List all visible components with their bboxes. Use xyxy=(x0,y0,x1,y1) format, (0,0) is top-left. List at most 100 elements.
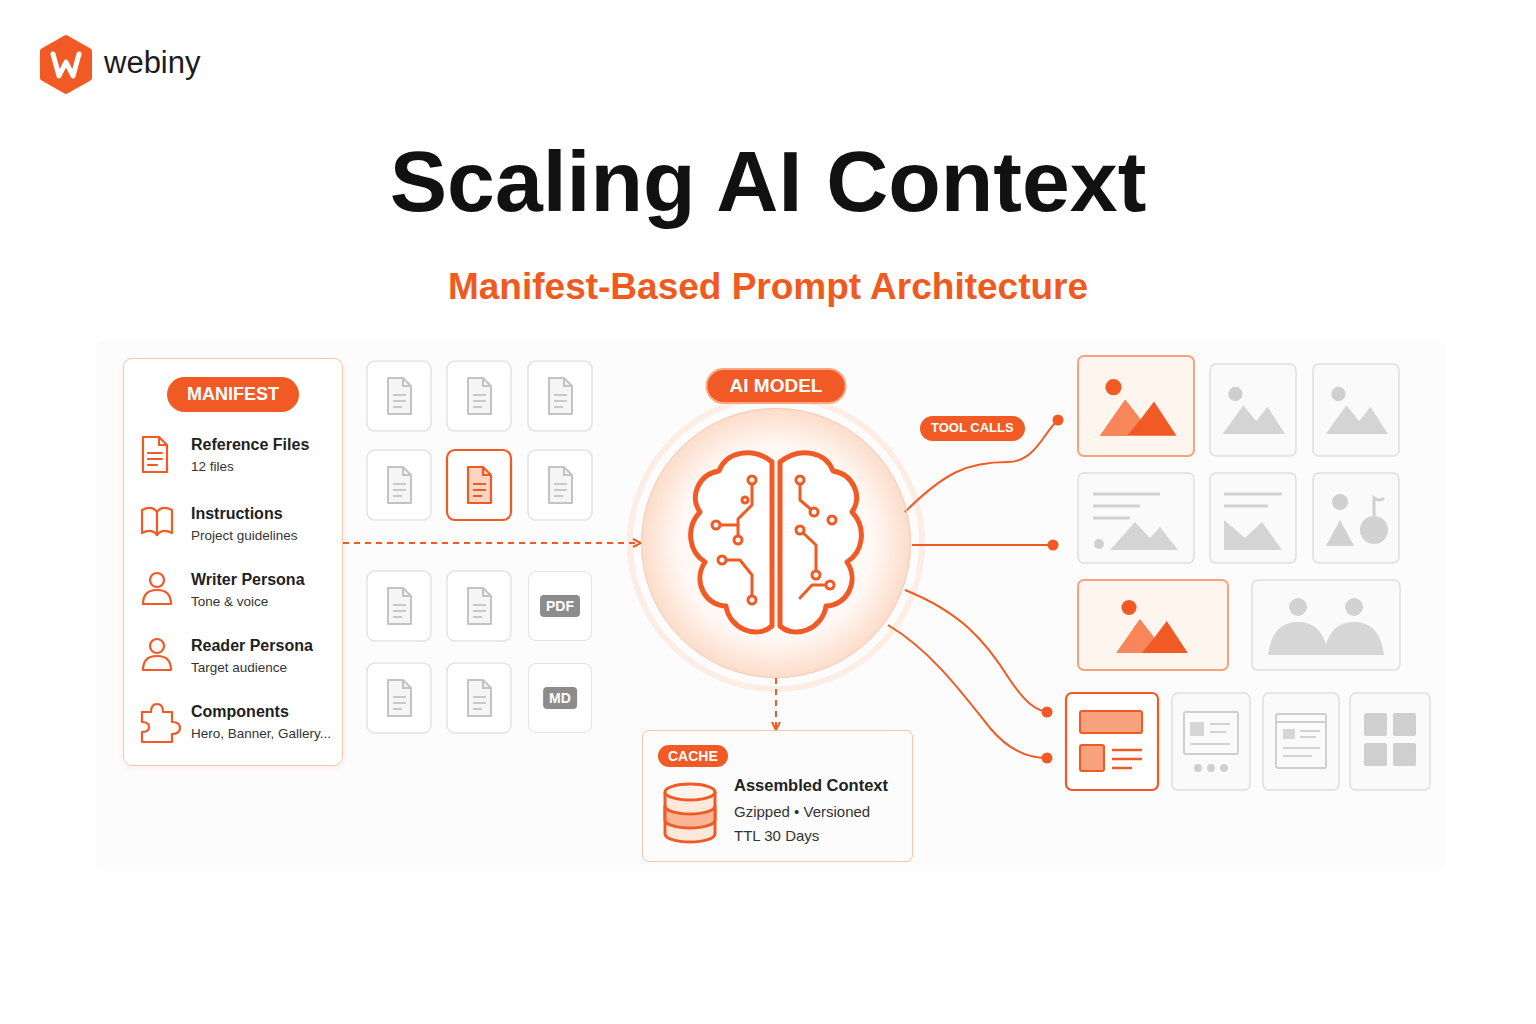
output-tiles-part xyxy=(1276,721,1326,723)
tool-call-lines-part xyxy=(1053,415,1064,426)
manifest-item: Reference Files12 files xyxy=(191,436,391,480)
output-tiles-part xyxy=(1190,724,1230,744)
output-tiles-part xyxy=(1268,622,1328,655)
output-tiles-part xyxy=(1194,764,1202,772)
file-tiles-part xyxy=(549,467,572,503)
output-tiles-part xyxy=(1066,693,1158,790)
output-tiles-part xyxy=(1345,598,1363,616)
dashed-arrow xyxy=(343,542,641,544)
brain-icon-part xyxy=(716,480,830,600)
manifest-icons-part xyxy=(142,704,180,742)
output-tiles-part xyxy=(1283,731,1320,756)
brain-icon-part xyxy=(748,476,756,484)
brand-name: webiny xyxy=(104,45,201,81)
brain-icon-part xyxy=(718,556,726,564)
output-tiles-part xyxy=(1364,743,1387,766)
output-tiles-part xyxy=(1223,387,1285,434)
manifest-icons-part xyxy=(142,508,172,535)
item-detail: Hero, Banner, Gallery... xyxy=(191,726,331,742)
database-icon-part xyxy=(665,806,715,828)
output-tiles xyxy=(1066,356,1430,790)
output-tiles-part xyxy=(1116,600,1187,653)
manifest-item: Writer PersonaTone & voice xyxy=(191,571,391,615)
output-tiles-part xyxy=(1093,494,1160,518)
output-tiles-part xyxy=(1110,522,1178,550)
output-tiles-part xyxy=(1207,764,1215,772)
tool-call-lines-part xyxy=(912,544,1053,546)
item-detail: Project guidelines xyxy=(191,528,298,544)
cache-detail: TTL 30 Days xyxy=(734,827,819,844)
file-tiles-part xyxy=(367,361,431,431)
tool-call-lines-part xyxy=(1042,707,1053,718)
output-tiles-part xyxy=(1393,743,1416,766)
output-tiles-part xyxy=(1326,387,1388,434)
manifest-icons-part xyxy=(143,656,171,670)
item-detail: Target audience xyxy=(191,660,287,676)
manifest-panel: MANIFESTReference Files12 filesInstructi… xyxy=(123,358,343,766)
brain-icon-part xyxy=(742,497,748,503)
output-tiles-part xyxy=(1313,364,1399,456)
cache-title: Assembled Context xyxy=(734,776,888,795)
brain-icon-part xyxy=(734,536,742,544)
file-tiles-part xyxy=(367,663,431,733)
brain-icon-part xyxy=(691,453,772,632)
manifest-item: InstructionsProject guidelines xyxy=(191,505,391,549)
item-title: Reader Persona xyxy=(191,637,313,655)
cache-box: CACHEAssembled ContextGzipped • Versione… xyxy=(642,730,913,862)
manifest-icons-part xyxy=(150,573,164,587)
output-tiles-part xyxy=(1078,473,1194,563)
file-tiles-part xyxy=(367,571,431,641)
file-tiles-part xyxy=(468,378,491,414)
file-tiles-part xyxy=(447,361,511,431)
file-tiles-part xyxy=(549,378,572,414)
manifest-icons-part xyxy=(143,590,171,604)
cache-tag: CACHE xyxy=(658,745,728,767)
file-tiles xyxy=(367,361,592,733)
database-icon-part xyxy=(665,784,715,800)
subtitle: Manifest-Based Prompt Architecture xyxy=(0,266,1536,309)
file-tiles-part xyxy=(468,680,491,716)
brain-icon-part xyxy=(812,571,820,579)
output-tiles-part xyxy=(1220,764,1228,772)
output-tiles-part xyxy=(1252,580,1400,670)
file-tiles-part xyxy=(388,680,411,716)
output-tiles-part xyxy=(1313,473,1399,563)
file-tiles-part xyxy=(528,361,592,431)
manifest-icons-part xyxy=(150,639,164,653)
file-tiles-part xyxy=(388,378,411,414)
brain-icon-part xyxy=(712,521,720,529)
output-tiles-part xyxy=(1184,712,1238,754)
manifest-icons-part xyxy=(143,437,167,472)
output-tiles-part xyxy=(1393,713,1416,736)
tool-call-lines-part xyxy=(1042,753,1053,764)
background-panel-part xyxy=(123,358,343,766)
output-tiles-part xyxy=(1078,580,1228,670)
file-tiles-part xyxy=(447,450,511,520)
file-tiles-part xyxy=(388,467,411,503)
manifest-icons-part xyxy=(148,453,162,465)
output-tiles-part xyxy=(1210,364,1296,456)
dashed-arrow xyxy=(775,678,777,730)
manifest-item: Reader PersonaTarget audience xyxy=(191,637,391,681)
panel-heading: MANIFEST xyxy=(167,377,299,412)
brain-icon-part xyxy=(800,530,816,575)
brain-icon xyxy=(691,453,862,632)
output-tiles-part xyxy=(1224,494,1282,506)
output-tiles-part xyxy=(1326,520,1354,546)
tool-call-lines-part xyxy=(1048,540,1059,551)
model-glow-part xyxy=(630,397,922,689)
output-tiles-part xyxy=(1094,539,1104,549)
brain-icon-part xyxy=(780,453,861,632)
output-tiles-part xyxy=(1172,693,1250,790)
file-tiles-part xyxy=(447,663,511,733)
item-title: Writer Persona xyxy=(191,571,305,589)
brain-icon-part xyxy=(748,596,756,604)
item-title: Components xyxy=(191,703,289,721)
logo xyxy=(43,38,89,91)
background-panel-part xyxy=(95,340,1445,870)
manifest-icons-part xyxy=(159,437,167,445)
item-detail: Tone & voice xyxy=(191,594,268,610)
output-tiles-part xyxy=(1078,356,1194,456)
tool-calls-tag: TOOL CALLS xyxy=(920,416,1025,441)
